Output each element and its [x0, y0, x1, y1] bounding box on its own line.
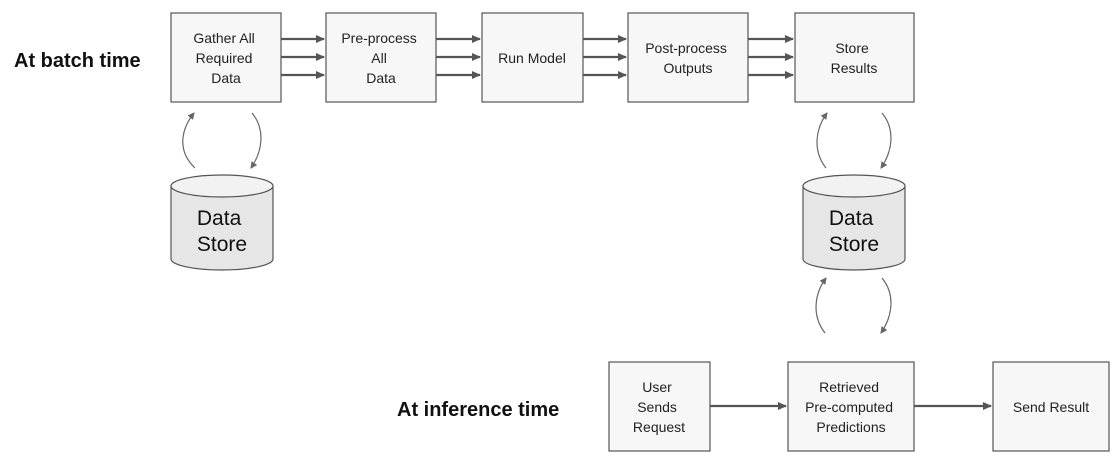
- step-retrieve-predictions: Retrieved Pre-computed Predictions: [787, 361, 915, 452]
- step-postprocess-label: Post-process Outputs: [645, 40, 731, 76]
- curved-arrows-left-store: [182, 112, 262, 169]
- arrows-preprocess-to-model: [436, 35, 481, 79]
- data-store-left-label: Data Store: [197, 207, 247, 256]
- step-retrieve-predictions-label: Retrieved Pre-computed Predictions: [805, 379, 897, 435]
- step-store-results-label: Store Results: [831, 40, 878, 76]
- curved-arrows-right-store-top: [816, 112, 892, 169]
- data-store-left: Data Store: [170, 174, 274, 271]
- arrows-gather-to-preprocess: [281, 35, 325, 79]
- step-preprocess-label: Pre-process All Data: [341, 30, 420, 86]
- step-send-result-label: Send Result: [1013, 399, 1089, 415]
- step-user-request: User Sends Request: [608, 361, 711, 452]
- step-gather-data: Gather All Required Data: [170, 12, 282, 103]
- batch-time-label: At batch time: [14, 50, 141, 72]
- step-run-model: Run Model: [481, 12, 584, 103]
- step-gather-data-label: Gather All Required Data: [193, 30, 258, 86]
- step-store-results: Store Results: [794, 12, 915, 103]
- arrows-postprocess-to-store: [748, 35, 794, 79]
- step-run-model-label: Run Model: [498, 50, 566, 66]
- data-store-right-label: Data Store: [829, 207, 879, 256]
- step-postprocess: Post-process Outputs: [627, 12, 749, 103]
- step-user-request-label: User Sends Request: [633, 379, 685, 435]
- arrows-model-to-postprocess: [583, 35, 627, 79]
- curved-arrows-right-store-bottom: [815, 277, 892, 334]
- inference-time-label: At inference time: [397, 399, 559, 421]
- step-preprocess: Pre-process All Data: [325, 12, 437, 103]
- data-store-right: Data Store: [802, 174, 906, 271]
- step-send-result: Send Result: [992, 361, 1110, 452]
